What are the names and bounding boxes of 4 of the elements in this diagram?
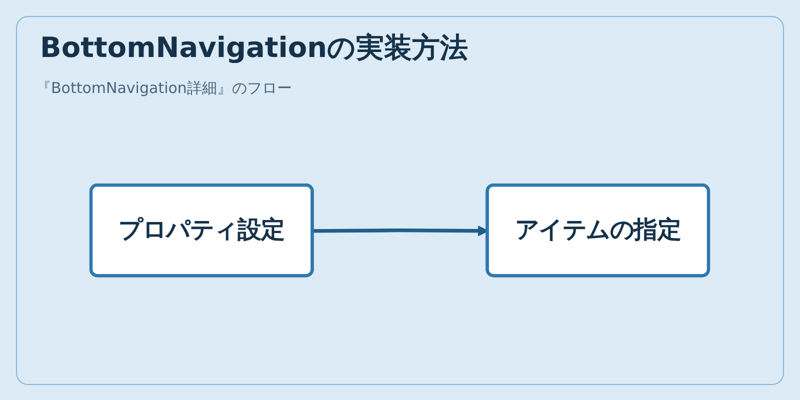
process-box: アイテムの指定 xyxy=(486,183,710,277)
title: BottomNavigationの実装方法 xyxy=(40,30,468,66)
process-box: プロパティ設定 xyxy=(90,183,314,277)
subtitle: 『BottomNavigation詳細』のフロー xyxy=(36,78,292,98)
